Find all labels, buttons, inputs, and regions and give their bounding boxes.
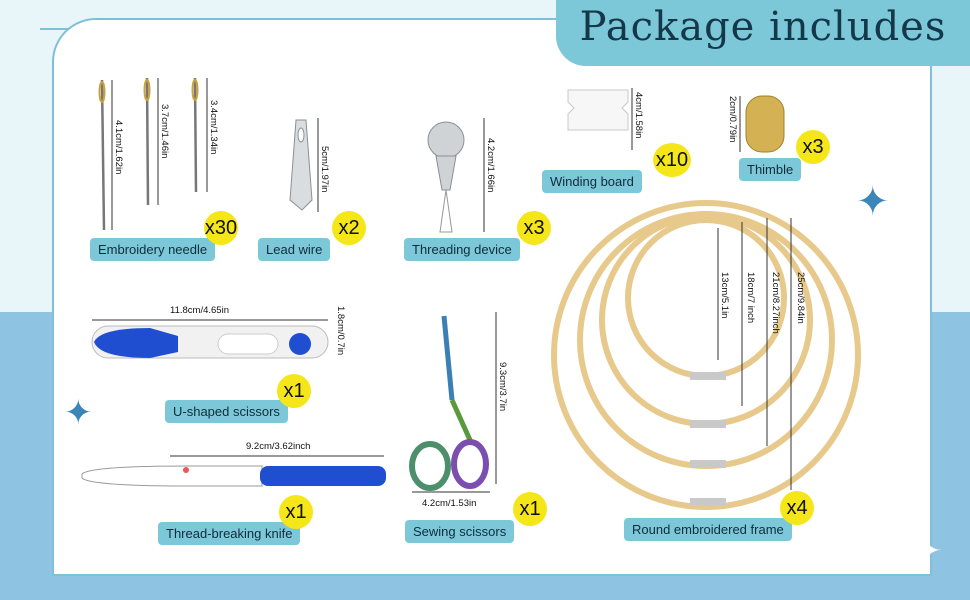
hoop-dim-2: 18cm/7 inch — [745, 272, 756, 324]
qty-u-scissors: x1 — [277, 374, 311, 408]
needle-dim-2: 3.7cm/1.46in — [159, 104, 170, 159]
embroidery-hoops-illustration — [551, 200, 861, 510]
thimble-illustration — [739, 95, 785, 153]
qty-lead-wire: x2 — [332, 211, 366, 245]
qty-thread-knife: x1 — [279, 495, 313, 529]
needle-illustration — [98, 77, 208, 231]
needle-dim-3: 3.4cm/1.34in — [208, 100, 219, 155]
needle-dim-1: 4.1cm/1.62in — [113, 120, 124, 175]
hoop-dim-3: 21cm/8.27inch — [770, 272, 781, 334]
label-u-scissors: U-shaped scissors — [165, 400, 288, 423]
knife-dim: 9.2cm/3.62inch — [246, 441, 311, 452]
qty-sewing-scissors: x1 — [513, 492, 547, 526]
label-thread-knife: Thread-breaking knife — [158, 522, 301, 545]
thread-knife-illustration — [81, 455, 386, 487]
label-sewing-scissors: Sewing scissors — [405, 520, 515, 543]
label-lead-wire: Lead wire — [258, 238, 331, 261]
page-title: Package includes — [579, 4, 947, 50]
title-banner: Package includes — [556, 0, 970, 66]
sparkle-icon: ✦ — [64, 393, 93, 433]
qty-winding-board: x10 — [653, 143, 691, 177]
sewing-scissors-illustration — [409, 312, 497, 493]
winding-dim: 4cm/1.58in — [633, 92, 644, 139]
label-embroidery-frame: Round embroidered frame — [624, 518, 792, 541]
hoop-dim-1: 13cm/5.1in — [719, 272, 730, 319]
sparkle-icon: ✦ — [906, 526, 943, 577]
label-winding-board: Winding board — [542, 170, 642, 193]
qty-embroidery-frame: x4 — [780, 491, 814, 525]
label-embroidery-needle: Embroidery needle — [90, 238, 216, 261]
u-scissors-dim-width: 1.8cm/0.7in — [335, 306, 346, 356]
label-thimble: Thimble — [739, 158, 802, 181]
qty-threading-device: x3 — [517, 211, 551, 245]
qty-thimble: x3 — [796, 130, 830, 164]
u-scissors-illustration — [91, 319, 329, 359]
sparkle-icon: ✦ — [856, 179, 890, 225]
lead-wire-dim: 5cm/1.97in — [319, 146, 330, 193]
winding-board-illustration — [567, 88, 633, 150]
sewing-scissors-dim-width: 4.2cm/1.53in — [422, 498, 477, 509]
threading-dim: 4.2cm/1.66in — [485, 138, 496, 193]
label-threading-device: Threading device — [404, 238, 520, 261]
hoop-dim-4: 25cm/9.84in — [795, 272, 806, 324]
threading-device-illustration — [427, 118, 485, 233]
u-scissors-dim-length: 11.8cm/4.65in — [170, 305, 229, 316]
sewing-scissors-dim-height: 9.3cm/3.7in — [497, 362, 508, 412]
qty-embroidery-needle: x30 — [204, 211, 238, 245]
thimble-dim: 2cm/0.79in — [727, 96, 738, 143]
lead-wire-illustration — [289, 118, 319, 212]
